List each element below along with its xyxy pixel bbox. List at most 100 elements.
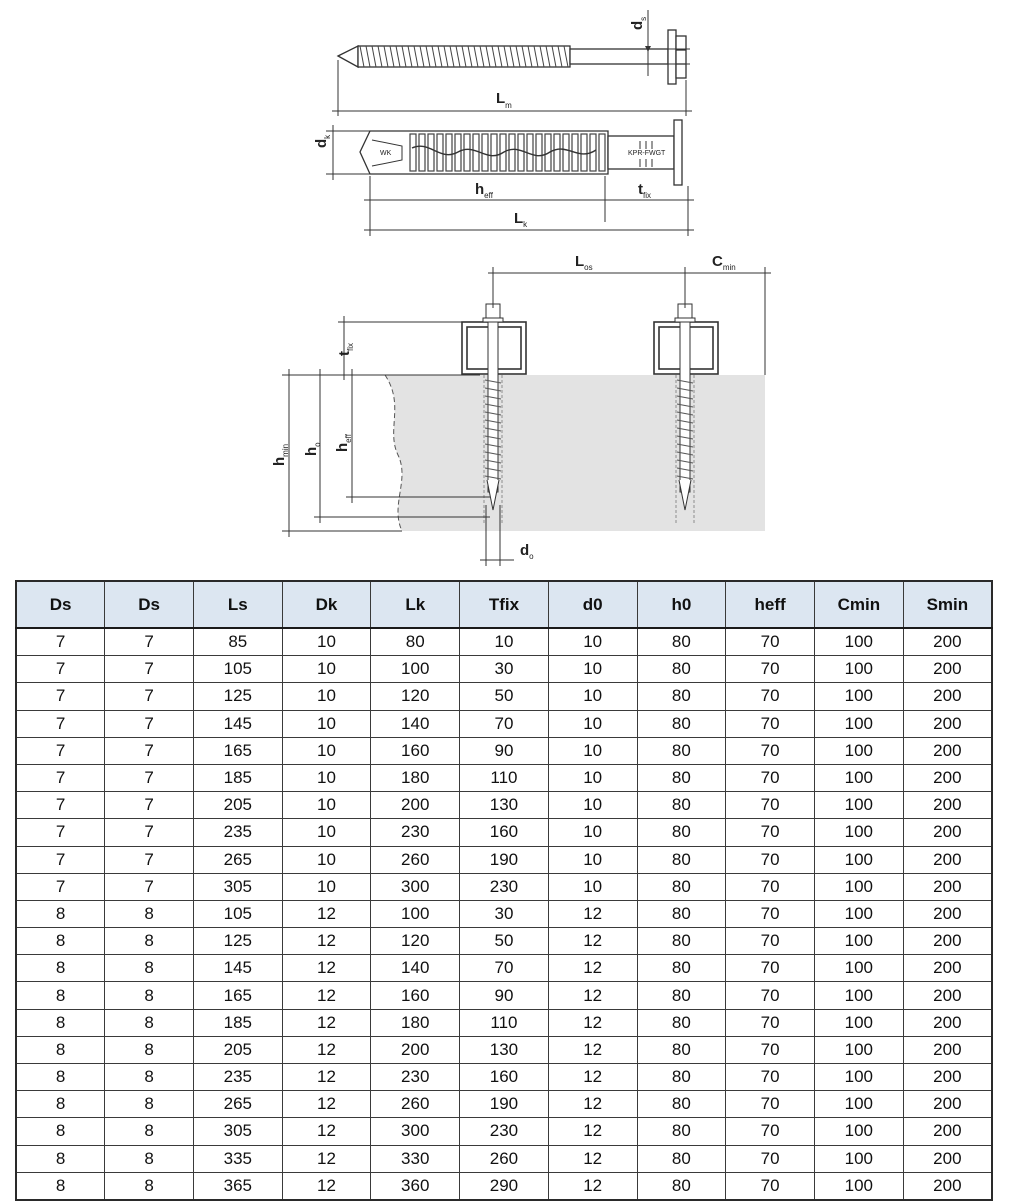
lk-dimensions [364, 176, 694, 236]
table-cell: 200 [902, 736, 993, 765]
table-cell: 100 [813, 627, 904, 657]
table-cell: 70 [459, 954, 549, 983]
table-cell: 335 [192, 1144, 283, 1173]
table-cell: 125 [192, 682, 283, 711]
table-cell: 10 [281, 655, 372, 684]
table-cell: 80 [636, 981, 727, 1010]
table-cell: 230 [459, 1117, 549, 1146]
table-cell: 200 [902, 927, 993, 956]
table-cell: 260 [459, 1144, 549, 1173]
table-cell: 100 [813, 872, 904, 901]
table-cell: 7 [104, 655, 194, 684]
heff-label: heff [475, 181, 494, 200]
table-cell: 8 [15, 899, 106, 929]
table-cell: 80 [636, 899, 727, 929]
table-cell: 100 [370, 899, 461, 929]
table-cell: 8 [104, 1117, 194, 1146]
lm-dimension [332, 60, 692, 116]
table-cell: 200 [902, 627, 993, 657]
table-cell: 165 [192, 736, 283, 765]
table-cell: 7 [104, 627, 194, 657]
anchor-ribs [409, 133, 606, 172]
column-header: Cmin [813, 580, 904, 629]
table-cell: 10 [547, 655, 638, 684]
table-cell: 160 [459, 1062, 549, 1092]
table-cell: 7 [15, 682, 106, 711]
table-cell: 125 [192, 927, 283, 956]
table-cell: 80 [636, 818, 727, 847]
table-cell: 265 [192, 1090, 283, 1119]
table-cell: 80 [636, 954, 727, 983]
table-cell: 12 [281, 1171, 372, 1201]
table-cell: 12 [547, 954, 638, 983]
table-cell: 200 [902, 791, 993, 820]
table-cell: 12 [547, 1144, 638, 1173]
table-cell: 200 [902, 682, 993, 711]
table-cell: 80 [636, 1062, 727, 1092]
table-cell: 330 [370, 1144, 461, 1173]
table-cell: 100 [813, 818, 904, 847]
table-cell: 140 [370, 954, 461, 983]
table-cell: 200 [902, 981, 993, 1010]
wk-marking: WK [380, 150, 392, 157]
table-cell: 12 [547, 899, 638, 929]
screw-threads [359, 45, 569, 68]
table-cell: 90 [459, 981, 549, 1010]
dk-dimension [326, 125, 372, 180]
table-cell: 80 [636, 872, 727, 901]
table-cell: 10 [547, 763, 638, 793]
installed-anchor-right [674, 303, 696, 525]
table-cell: 200 [902, 899, 993, 929]
table-cell: 80 [636, 736, 727, 765]
table-cell: 70 [725, 1117, 815, 1146]
table-cell: 70 [725, 872, 815, 901]
table-cell: 12 [281, 1062, 372, 1092]
table-cell: 12 [281, 954, 372, 983]
ds-dimension [640, 10, 690, 76]
table-cell: 12 [281, 1117, 372, 1146]
table-cell: 110 [459, 1008, 549, 1037]
table-cell: 180 [370, 1008, 461, 1037]
table-cell: 70 [725, 981, 815, 1010]
column-header: heff [725, 580, 815, 629]
table-cell: 100 [813, 845, 904, 874]
table-cell: 8 [15, 927, 106, 956]
column-header: Dk [281, 580, 372, 629]
table-cell: 100 [813, 682, 904, 711]
table-cell: 100 [813, 736, 904, 765]
table-cell: 7 [15, 736, 106, 765]
table-cell: 12 [547, 1062, 638, 1092]
table-cell: 160 [370, 736, 461, 765]
table-cell: 70 [725, 1035, 815, 1065]
table-cell: 7 [104, 763, 194, 793]
table-cell: 85 [192, 627, 283, 657]
table-cell: 200 [902, 954, 993, 983]
table-cell: 7 [104, 845, 194, 874]
table-cell: 8 [15, 1144, 106, 1173]
table-cell: 300 [370, 1117, 461, 1146]
table-cell: 8 [104, 1035, 194, 1065]
table-cell: 70 [725, 1062, 815, 1092]
table-cell: 8 [15, 1035, 106, 1065]
table-cell: 70 [725, 763, 815, 793]
table-cell: 100 [813, 981, 904, 1010]
anchor-wedge [371, 139, 653, 167]
table-cell: 10 [281, 682, 372, 711]
table-cell: 10 [281, 872, 372, 901]
table-cell: 8 [104, 1090, 194, 1119]
